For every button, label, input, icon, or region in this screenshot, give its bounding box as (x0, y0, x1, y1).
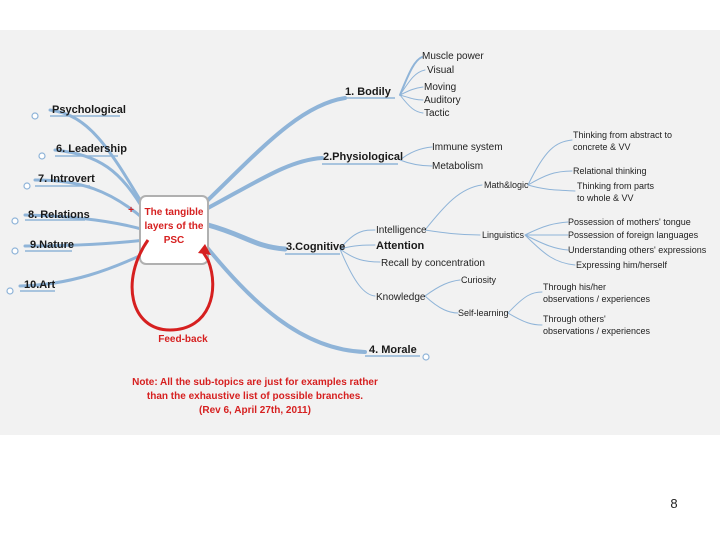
connector-art (18, 250, 150, 288)
linguistics-item: Understanding others' expressions (568, 245, 707, 255)
physiological-item: Immune system (432, 142, 503, 153)
physiological-item: Metabolism (432, 161, 483, 172)
bodily-item: Moving (424, 82, 456, 93)
center-node-box (139, 195, 209, 265)
mind-map-diagram: The tangible layers of the PSC + Feed-ba… (6, 51, 707, 416)
cognitive-knowledge: Knowledge (376, 292, 426, 303)
math-item: Thinking from parts (577, 181, 655, 191)
math-item: Thinking from abstract to (573, 130, 672, 140)
feedback-label: Feed-back (158, 334, 208, 345)
note-line-2: than the exhaustive list of possible bra… (147, 391, 363, 402)
self-learning-item: observations / experiences (543, 326, 651, 336)
connector-morale (203, 243, 367, 354)
branch-morale: 4. Morale (369, 344, 417, 356)
connector-physiological (206, 156, 324, 210)
center-line-2: layers of the (145, 221, 204, 232)
cognitive-attention: Attention (376, 240, 425, 252)
self-learning-item: observations / experiences (543, 294, 651, 304)
branch-nature: 9.Nature (30, 239, 74, 251)
connector-bodily (206, 96, 347, 202)
underlines (20, 97, 420, 357)
cognitive-recall: Recall by concentration (381, 258, 485, 269)
branch-leadership: 6. Leadership (56, 143, 127, 155)
linguistics-label: Linguistics (482, 230, 525, 240)
branch-introvert: 7. Introvert (38, 173, 95, 185)
note-line-3: (Rev 6, April 27th, 2011) (199, 405, 311, 416)
math-item: concrete & VV (573, 142, 631, 152)
connector-relations (23, 213, 147, 232)
self-learning-label: Self-learning (458, 308, 509, 318)
curiosity-label: Curiosity (461, 275, 497, 285)
feedback-loop-arrow (130, 239, 215, 332)
connector-leadership (53, 148, 147, 214)
feedback-arrowhead (198, 244, 211, 255)
center-line-1: The tangible (145, 207, 204, 218)
branch-relations: 8. Relations (28, 209, 90, 221)
connector-introvert (33, 178, 147, 222)
self-learning-item: Through others' (543, 314, 606, 324)
math-item: Relational thinking (573, 166, 647, 176)
bodily-item: Visual (427, 65, 454, 76)
center-line-3: PSC (164, 235, 185, 246)
bodily-item: Tactic (424, 108, 450, 119)
branch-bodily: 1. Bodily (345, 86, 392, 98)
branch-art: 10.Art (24, 279, 56, 291)
linguistics-item: Possession of mothers' tongue (568, 217, 691, 227)
branch-handles (6, 112, 430, 361)
cognitive-intelligence: Intelligence (376, 225, 427, 236)
note-line-1: Note: All the sub-topics are just for ex… (132, 377, 378, 388)
page-number: 8 (670, 496, 678, 511)
math-item: to whole & VV (577, 193, 634, 203)
plus-sign: + (128, 205, 134, 216)
connector-nature (23, 238, 147, 248)
math-logic-label: Math&logic (484, 180, 529, 190)
branch-psychological: Psychological (52, 104, 126, 116)
bodily-item: Muscle power (422, 51, 484, 62)
branch-physiological: 2.Physiological (323, 151, 403, 163)
self-learning-item: Through his/her (543, 282, 606, 292)
linguistics-item: Possession of foreign languages (568, 230, 699, 240)
connectors (18, 56, 576, 354)
mind-map-image: The tangible layers of the PSC + Feed-ba… (0, 30, 720, 435)
connector-psychological (48, 108, 147, 210)
linguistics-item: Expressing him/herself (576, 260, 668, 270)
connector-cognitive (205, 222, 288, 252)
bodily-item: Auditory (424, 95, 461, 106)
branch-cognitive: 3.Cognitive (286, 241, 345, 253)
